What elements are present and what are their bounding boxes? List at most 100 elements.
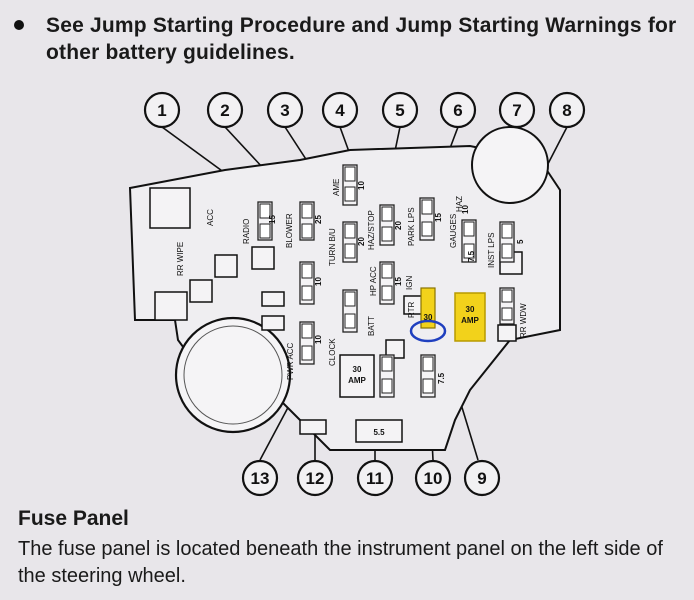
callout-4: 4 <box>321 91 359 129</box>
highlighted-amp-unit: AMP <box>461 316 479 325</box>
rating-turn-bu: 20 <box>357 237 366 246</box>
highlighted-amp-fuse <box>454 292 486 342</box>
fuse-lower-mid <box>379 354 395 398</box>
fuse-haz-stop <box>379 204 395 246</box>
svg-text:5: 5 <box>395 101 404 120</box>
fuse-top-small <box>342 164 358 206</box>
fuse-ign <box>379 261 395 305</box>
label-ame: AME <box>332 179 341 196</box>
callout-6: 6 <box>439 91 477 129</box>
fuse-park-lps <box>419 197 435 241</box>
label-hp-acc: HP ACC <box>369 266 378 296</box>
label-rr-wdw: RR WDW <box>519 303 528 338</box>
round-socket-left <box>174 316 292 434</box>
label-acc: ACC <box>206 209 215 226</box>
section-title: Fuse Panel <box>18 507 129 530</box>
callout-7: 7 <box>498 91 536 129</box>
fuse-blower <box>299 201 315 241</box>
label-radio: RADIO <box>242 219 251 244</box>
callout-10: 10 <box>414 459 452 497</box>
bullet-icon <box>14 20 24 30</box>
callout-2: 2 <box>206 91 244 129</box>
rating-radio: 15 <box>268 215 277 224</box>
label-turn-bu: TURN B/U <box>328 228 337 266</box>
svg-text:11: 11 <box>366 469 384 488</box>
rating-ign: 15 <box>394 277 403 286</box>
label-inst-lps: INST LPS <box>487 233 496 268</box>
rating-75-upper: 7.5 <box>467 250 476 262</box>
fuse-radio <box>257 201 273 241</box>
callout-12: 12 <box>296 459 334 497</box>
label-rtr: RTR <box>407 301 416 318</box>
section-body: The fuse panel is located beneath the in… <box>18 538 663 587</box>
highlight-marker-circle <box>409 319 447 343</box>
highlighted-amp-value: 30 <box>466 305 475 314</box>
svg-text:2: 2 <box>220 101 229 120</box>
fuse-inst-lps <box>499 221 515 263</box>
fuse-batt <box>342 289 358 333</box>
callout-1: 1 <box>143 91 181 129</box>
rating-pwr-acc: 10 <box>314 277 323 286</box>
fuse-turn-bu <box>342 221 358 263</box>
fuse-gauges <box>461 219 477 263</box>
callout-8: 8 <box>548 91 586 129</box>
svg-text:3: 3 <box>280 101 289 120</box>
svg-text:8: 8 <box>562 101 571 120</box>
svg-text:4: 4 <box>335 101 345 120</box>
rating-75-lower: 7.5 <box>437 372 446 384</box>
bullet-text: See Jump Starting Procedure and Jump Sta… <box>46 14 677 64</box>
rating-top-small: 10 <box>357 181 366 190</box>
label-gauges: GAUGES <box>449 214 458 248</box>
fuse-rr-wdw <box>499 287 515 325</box>
connector-box <box>299 419 327 435</box>
svg-text:13: 13 <box>251 469 270 488</box>
label-batt: BATT <box>367 316 376 336</box>
callout-11: 11 <box>356 459 394 497</box>
svg-text:12: 12 <box>306 469 325 488</box>
highlighted-blade-fuse <box>420 287 436 329</box>
label-park-lps: PARK LPS <box>407 207 416 246</box>
big-amp-label-value: 30 <box>353 365 362 374</box>
connector-box <box>261 291 285 307</box>
round-socket-top <box>471 126 549 204</box>
label-haz: HAZ <box>455 196 464 212</box>
rating-haz-stop: 20 <box>394 221 403 230</box>
rating-inst-lps: 5 <box>516 239 525 244</box>
label-pwr-acc: PWR ACC <box>286 342 295 380</box>
connector-box <box>189 279 213 303</box>
rating-blower: 25 <box>314 215 323 224</box>
big-amp-block <box>339 354 375 398</box>
connector-box <box>154 291 188 321</box>
callout-3: 3 <box>266 91 304 129</box>
connector-box <box>214 254 238 278</box>
label-rr-wipe: RR WIPE <box>176 242 185 276</box>
label-clock: CLOCK <box>328 338 337 366</box>
fuse-clock <box>299 321 315 365</box>
fuse-pwr-acc <box>299 261 315 305</box>
rating-gauges: 10 <box>461 205 470 214</box>
label-ign: IGN <box>405 276 414 290</box>
rating-park-lps: 15 <box>434 213 443 222</box>
callout-5: 5 <box>381 91 419 129</box>
round-socket-left-ring <box>183 325 283 425</box>
connector-box <box>149 187 191 229</box>
svg-text:10: 10 <box>424 469 443 488</box>
svg-text:1: 1 <box>157 101 166 120</box>
bottom-fuse-rating: 5.5 <box>373 428 385 437</box>
label-blower: BLOWER <box>285 213 294 248</box>
highlighted-blade-rating: 30 <box>424 313 433 322</box>
callout-13: 13 <box>241 459 279 497</box>
big-amp-label-unit: AMP <box>348 376 366 385</box>
connector-box <box>497 324 517 342</box>
svg-text:6: 6 <box>453 101 462 120</box>
fuse-lower-75 <box>420 354 436 398</box>
bottom-fuse-holder <box>355 419 403 443</box>
connector-box <box>251 246 275 270</box>
connector-box <box>261 315 285 331</box>
svg-text:9: 9 <box>477 469 486 488</box>
connector-box <box>385 339 405 359</box>
callout-9: 9 <box>463 459 501 497</box>
svg-text:7: 7 <box>512 101 521 120</box>
rating-clock: 10 <box>314 335 323 344</box>
